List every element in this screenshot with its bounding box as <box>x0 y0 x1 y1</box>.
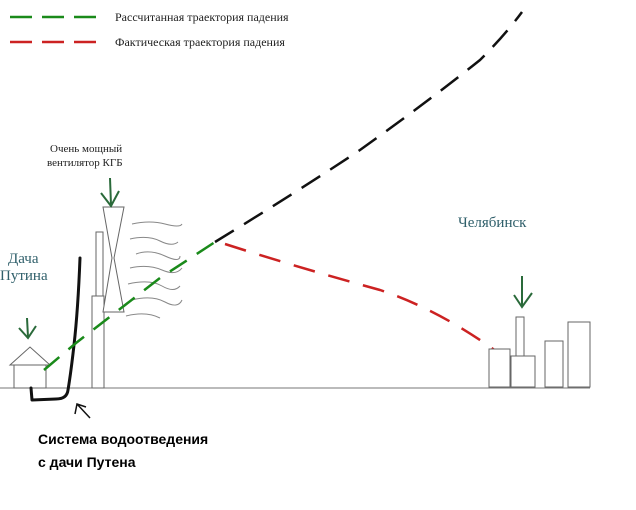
legend-calculated-label: Рассчитанная траектория падения <box>115 10 289 24</box>
chelyabinsk-buildings <box>488 316 591 388</box>
tower-lower <box>91 295 105 389</box>
fan-blade <box>102 206 125 313</box>
down-arrow-icon <box>513 276 533 309</box>
dacha-house <box>8 346 52 389</box>
down-arrow-icon <box>18 317 37 340</box>
fan-tower <box>91 206 125 389</box>
calculated-trajectory-black <box>214 11 524 244</box>
drainage-pipe <box>29 256 82 402</box>
calculated-trajectory-green <box>43 240 216 371</box>
building-4 <box>567 321 591 388</box>
building-1 <box>488 348 511 388</box>
legend-actual-label: Фактическая траектория падения <box>115 35 285 49</box>
drain-label-line2: с дачи Путена <box>38 454 136 470</box>
building-3 <box>544 340 564 388</box>
building-2-spire <box>515 316 525 358</box>
wind-lines <box>125 221 183 319</box>
fan-label-line2: вентилятор КГБ <box>47 157 123 169</box>
fan-label-line1: Очень мощный <box>50 143 122 155</box>
house-body <box>13 364 47 389</box>
down-arrow-icon <box>100 177 120 208</box>
dacha-label-line2: Путина <box>0 268 48 284</box>
house-roof <box>8 346 52 366</box>
cursor-icon <box>74 403 91 419</box>
actual-trajectory-red <box>224 242 501 356</box>
legend: Рассчитанная траектория падения Фактичес… <box>10 10 289 49</box>
building-2 <box>510 355 536 388</box>
city-label: Челябинск <box>458 215 527 231</box>
dacha-label-line1: Дача <box>8 251 39 267</box>
drain-label-line1: Система водоотведения <box>38 431 208 447</box>
tower-upper <box>95 231 104 297</box>
